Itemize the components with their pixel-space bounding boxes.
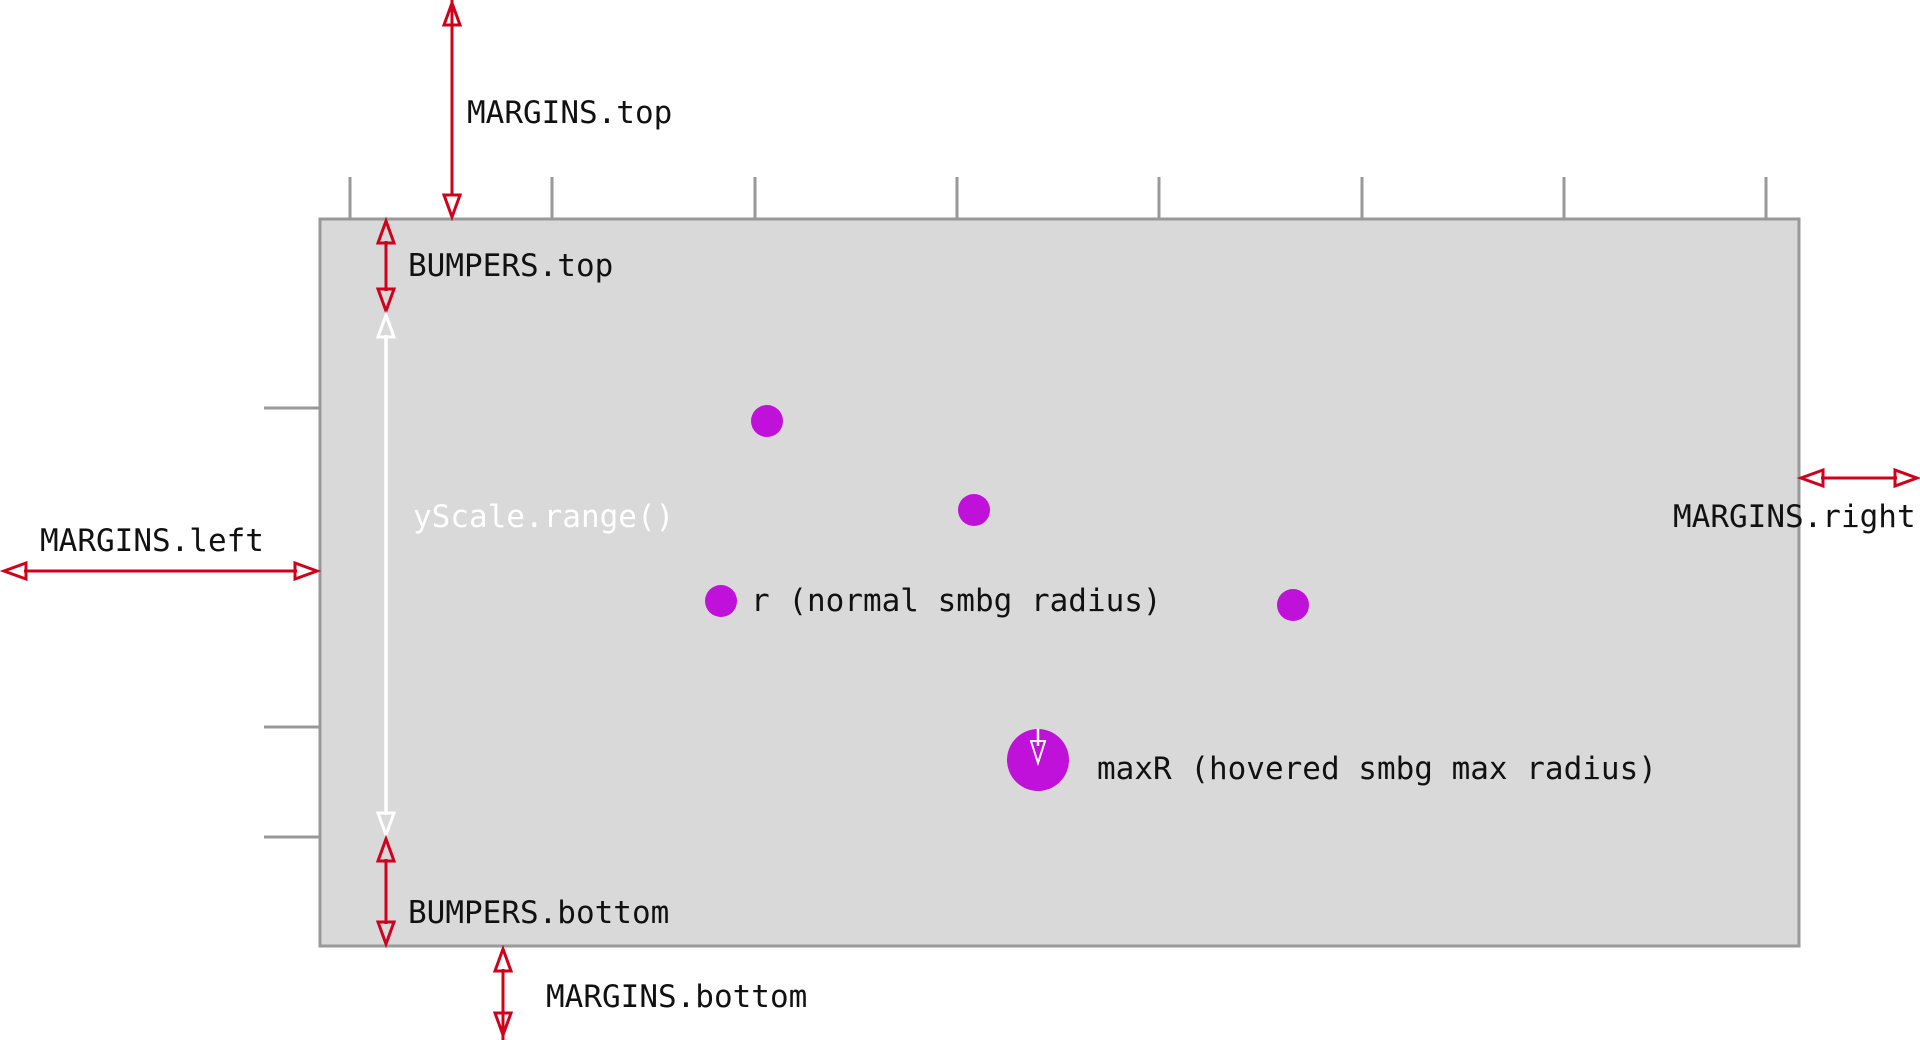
arrowhead-down-icon [492,1011,514,1040]
left-axis-ticks [264,406,320,839]
margins-top-arrow [441,0,463,222]
margins-left-arrow [0,560,322,582]
arrowhead-down-icon [375,920,397,949]
smbg-dot [705,585,737,617]
margins-top-label: MARGINS.top [467,95,672,131]
arrowhead-up-icon [492,944,514,973]
top-axis-ticks [348,177,1768,219]
plot-area [318,217,1801,948]
arrowhead-up-icon [375,310,397,339]
arrowhead-right-icon [293,560,322,582]
bumpers-bottom-label: BUMPERS.bottom [408,895,669,931]
smbg-dot [1277,589,1309,621]
arrowhead-down-icon [375,811,397,840]
arrowhead-down-icon [375,287,397,316]
bumpers-top-arrow [375,216,397,316]
smbg-dot [958,494,990,526]
yscale-range-label: yScale.range() [413,499,674,535]
arrowhead-left-icon [1796,467,1825,489]
margins-left-label: MARGINS.left [40,523,264,559]
max-radius-arrow [1029,729,1047,767]
margins-bottom-label: MARGINS.bottom [546,979,807,1015]
bumpers-bottom-arrow [375,834,397,949]
arrowhead-up-icon [375,216,397,245]
smbg-max-radius-label: maxR (hovered smbg max radius) [1097,751,1657,787]
arrowhead-down-icon [1029,740,1047,767]
arrowhead-down-icon [441,193,463,222]
smbg-normal-radius-label: r (normal smbg radius) [751,583,1162,619]
arrowhead-up-icon [441,0,463,27]
arrowhead-up-icon [375,834,397,863]
bumpers-top-label: BUMPERS.top [408,248,613,284]
arrowhead-left-icon [0,560,28,582]
smbg-dot [751,405,783,437]
margins-right-label: MARGINS.right [1673,499,1916,535]
arrowhead-right-icon [1893,467,1920,489]
margins-bottom-arrow [492,944,514,1040]
margins-right-arrow [1796,467,1920,489]
yscale-range-arrow [375,310,397,840]
